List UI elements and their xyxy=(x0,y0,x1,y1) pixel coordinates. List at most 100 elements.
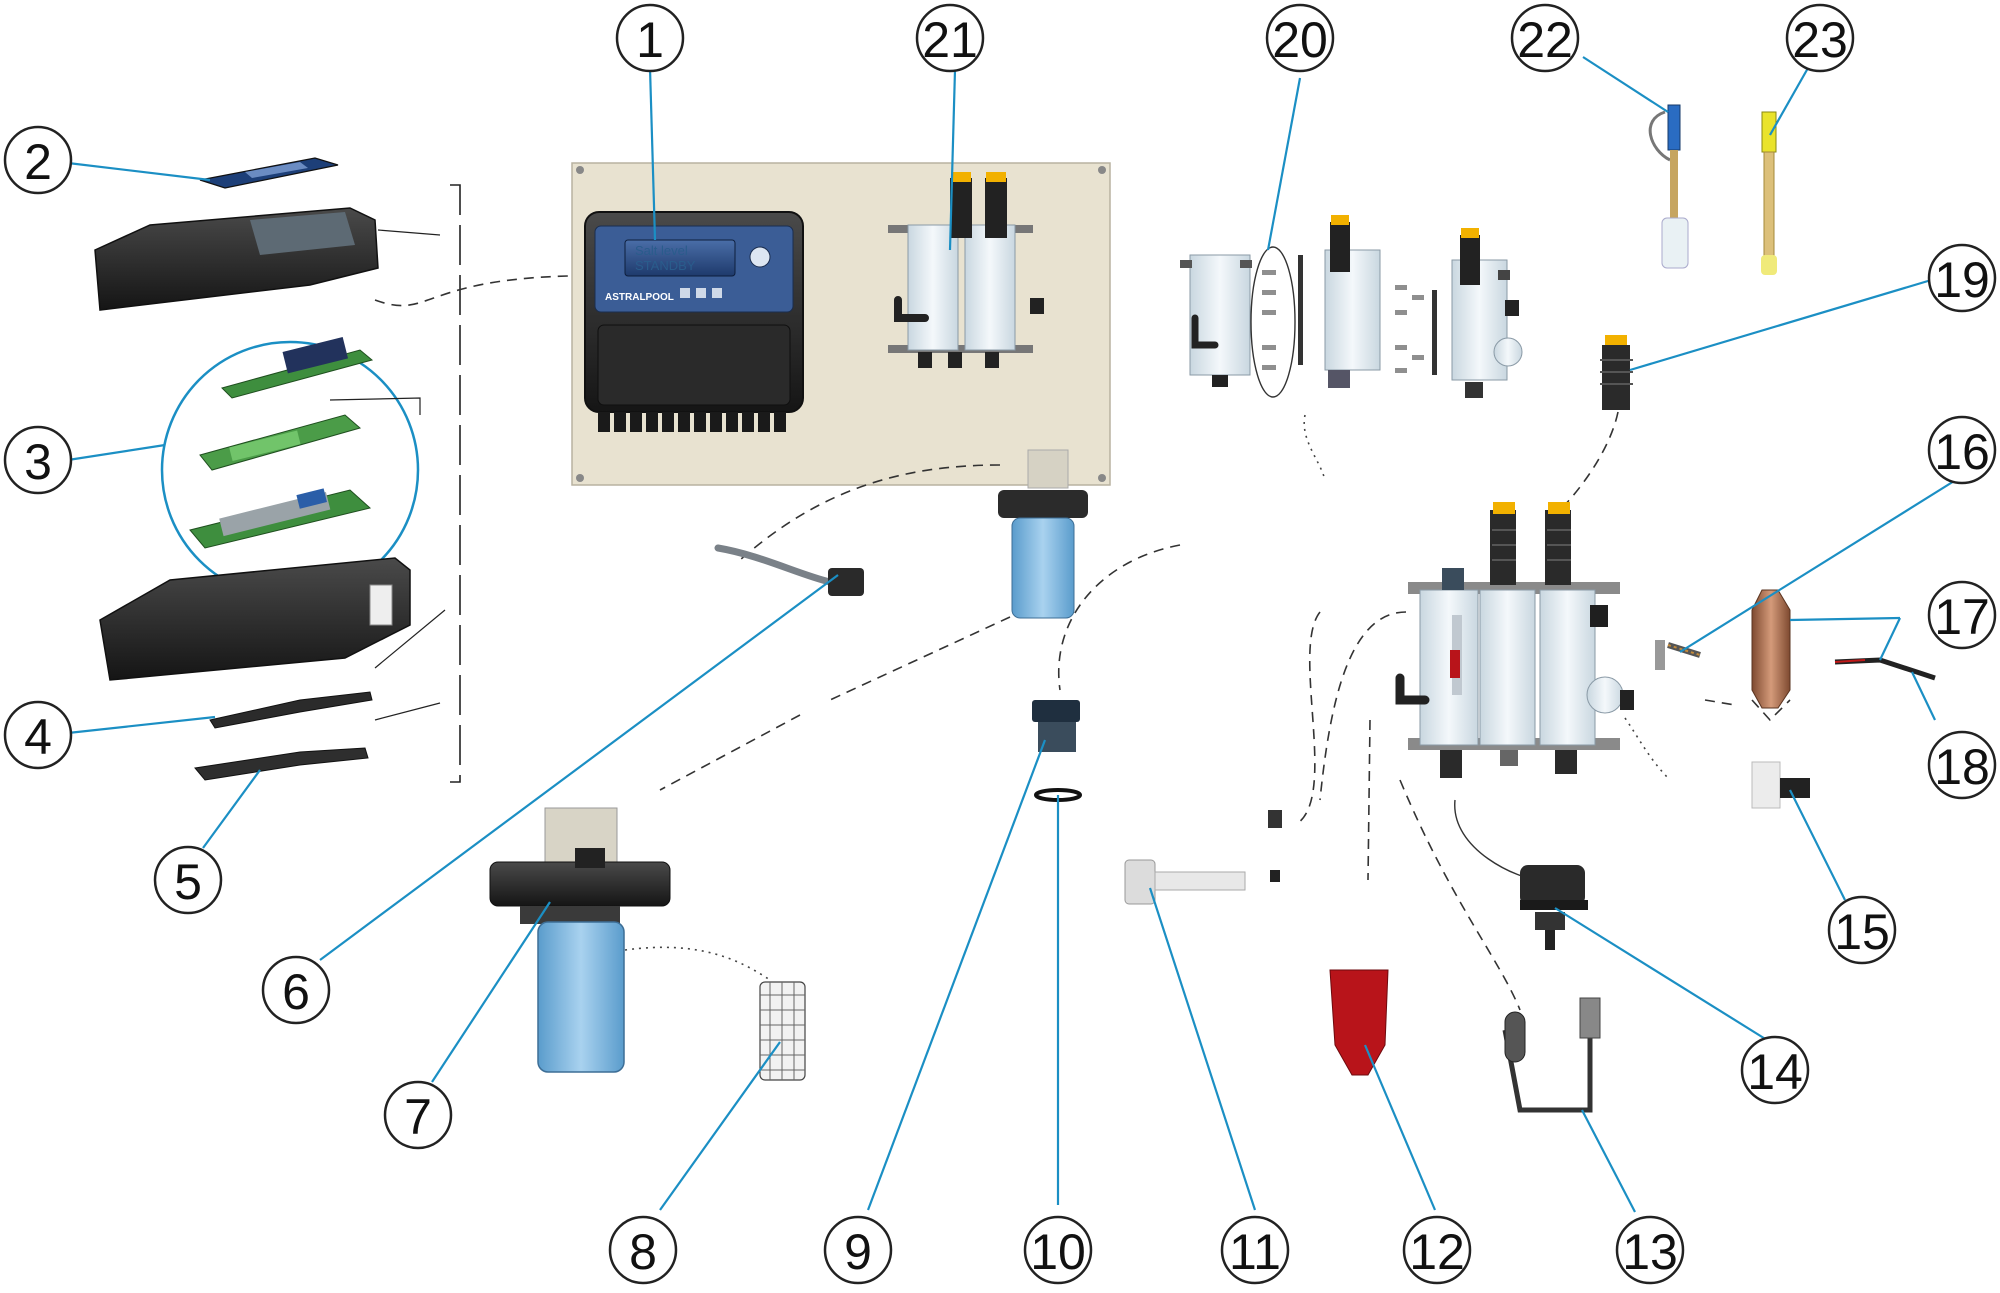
connector-dash xyxy=(1058,544,1181,691)
leader-17b xyxy=(1879,617,1901,661)
callout-7: 7 xyxy=(383,1080,453,1150)
callout-8: 8 xyxy=(608,1215,678,1285)
leader-4 xyxy=(67,715,216,735)
callout-18: 18 xyxy=(1927,730,1997,800)
callout-label: 5 xyxy=(174,854,202,910)
lcd-line-2: STANDBY xyxy=(635,258,696,273)
leader-19 xyxy=(1629,276,1939,372)
callout-6: 6 xyxy=(261,955,331,1025)
pcb-boards xyxy=(189,336,374,549)
callout-label: 8 xyxy=(629,1224,657,1280)
cable-gland xyxy=(714,544,864,596)
arrow-line xyxy=(374,702,441,721)
leader-13 xyxy=(1581,1109,1636,1213)
leader-9 xyxy=(866,739,1047,1211)
callout-10: 10 xyxy=(1023,1215,1093,1285)
callout-label: 10 xyxy=(1030,1224,1086,1280)
leader-3 xyxy=(67,443,166,462)
stack-bracket xyxy=(450,184,461,783)
leader-6 xyxy=(319,574,839,961)
connector-dash xyxy=(1559,411,1619,511)
callout-label: 22 xyxy=(1517,12,1573,68)
leader-15 xyxy=(1789,789,1846,901)
leader-22 xyxy=(1582,56,1669,113)
callout-label: 9 xyxy=(844,1224,872,1280)
callout-20: 20 xyxy=(1265,3,1335,73)
panel-filter xyxy=(998,449,1088,619)
leader-17a xyxy=(1789,616,1901,622)
callout-13: 13 xyxy=(1615,1215,1685,1285)
callout-label: 6 xyxy=(282,964,310,1020)
callout-label: 16 xyxy=(1934,424,1990,480)
callout-label: 2 xyxy=(24,134,52,190)
leader-18 xyxy=(1911,671,1936,721)
copper-cap xyxy=(1751,589,1791,709)
leader-14 xyxy=(1554,907,1776,1046)
callout-label: 7 xyxy=(404,1089,432,1145)
leader-lines xyxy=(67,56,1976,1213)
callout-label: 20 xyxy=(1272,12,1328,68)
connector-dots xyxy=(624,946,771,981)
leader-5 xyxy=(202,769,261,849)
controller-exploded-stack xyxy=(94,157,569,783)
callout-2: 2 xyxy=(3,125,73,195)
nav-keypad xyxy=(749,246,771,268)
connector-dash xyxy=(829,616,1011,701)
callout-21: 21 xyxy=(915,3,985,73)
keypad-window xyxy=(245,162,308,178)
leader-23 xyxy=(1769,67,1809,136)
connector-dots xyxy=(1303,414,1326,481)
callout-14: 14 xyxy=(1740,1035,1810,1105)
arrow-line xyxy=(329,397,421,415)
callout-label: 13 xyxy=(1622,1224,1678,1280)
connector-dash xyxy=(659,714,801,791)
red-weight xyxy=(1329,969,1389,1076)
connector-dash xyxy=(1399,779,1521,1011)
leader-12 xyxy=(1363,1044,1437,1211)
leader-7 xyxy=(431,901,551,1083)
callout-11: 11 xyxy=(1220,1215,1290,1285)
callout-12: 12 xyxy=(1402,1215,1472,1285)
callout-1: 1 xyxy=(615,3,685,73)
connector-dash xyxy=(1704,699,1791,722)
leader-1 xyxy=(648,67,657,241)
callout-19: 19 xyxy=(1927,243,1997,313)
leader-20 xyxy=(1266,77,1302,251)
probe-holder-nut xyxy=(1600,335,1633,410)
callout-3: 3 xyxy=(3,425,73,495)
callout-label: 1 xyxy=(636,12,664,68)
callout-label: 17 xyxy=(1934,589,1990,645)
callout-15: 15 xyxy=(1827,895,1897,965)
callout-label: 19 xyxy=(1934,252,1990,308)
callout-16: 16 xyxy=(1927,415,1997,485)
water-filter xyxy=(489,807,671,1073)
callout-label: 18 xyxy=(1934,739,1990,795)
panel-probe-holder xyxy=(888,172,1044,368)
callout-label: 23 xyxy=(1792,12,1848,68)
leader-21 xyxy=(948,69,957,251)
connector-dash xyxy=(1294,611,1321,826)
sensor-cable xyxy=(1834,657,1936,681)
callout-9: 9 xyxy=(823,1215,893,1285)
callout-label: 12 xyxy=(1409,1224,1465,1280)
screws-group-ellipse xyxy=(1250,246,1296,398)
connector-dash xyxy=(1319,611,1407,801)
callout-label: 14 xyxy=(1747,1044,1803,1100)
threaded-adapter xyxy=(1032,700,1080,752)
right-manifold xyxy=(1319,502,1671,801)
connector-dash xyxy=(374,275,569,307)
arrow-line xyxy=(377,229,441,236)
connector-dash xyxy=(1367,719,1371,881)
callout-label: 11 xyxy=(1229,1224,1281,1280)
leader-8 xyxy=(659,1041,781,1211)
rear-housing xyxy=(99,557,411,681)
gasket xyxy=(209,691,373,729)
bottom-plate xyxy=(194,747,369,781)
callout-label: 3 xyxy=(24,434,52,490)
arrow-line xyxy=(374,609,446,669)
exploded-probe-holder xyxy=(1180,215,1523,398)
connector-dash xyxy=(739,464,1001,561)
injection-valve xyxy=(1124,810,1282,905)
brand-label: ASTRALPOOL xyxy=(605,292,674,303)
